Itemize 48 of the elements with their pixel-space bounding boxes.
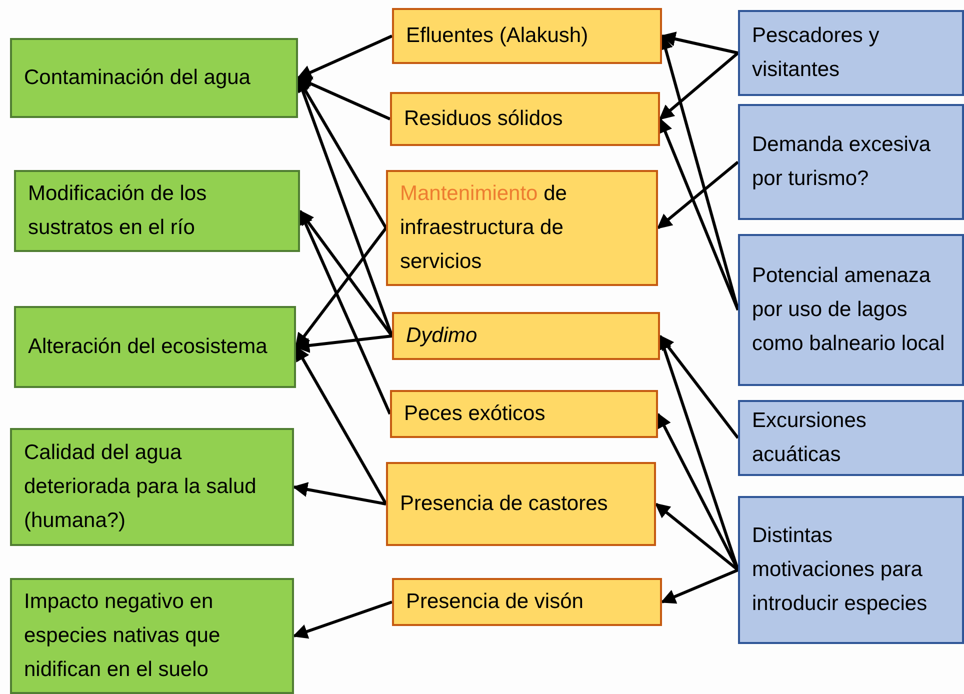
arrow (294, 346, 388, 505)
effect-box (10, 428, 294, 546)
pressure-box (392, 8, 662, 64)
node-text: Contaminación del agua (24, 65, 252, 91)
node-text: Alteración del ecosistema (28, 334, 268, 360)
node-text: Efluentes (Alakush) (406, 23, 590, 49)
arrow (658, 334, 740, 439)
arrow (660, 568, 739, 604)
driver-box (738, 104, 964, 220)
node-text: Pescadores y visitantes (752, 23, 880, 83)
driver-box (738, 496, 964, 644)
effect-box (14, 306, 296, 388)
pressure-box (386, 170, 658, 286)
arrow (292, 482, 386, 506)
node-text: Residuos sólidos (404, 106, 564, 132)
pressure-box (392, 312, 660, 360)
arrow (656, 160, 739, 230)
node-text: Impacto negativo en especies nativas que nidifican en el suelo (24, 589, 222, 683)
pressure-box (392, 578, 662, 626)
driver-box (738, 10, 964, 96)
node-text: Presencia de visón (406, 589, 584, 615)
pressure-box (390, 92, 660, 146)
driver-box (738, 234, 964, 386)
arrow (298, 210, 392, 415)
pressure-box (386, 462, 656, 546)
node-text: Excursiones acuáticas (752, 408, 868, 468)
node-text: Modificación de los sustratos en el río (28, 181, 208, 241)
node-text: Dydimo (406, 323, 478, 349)
node-text: Mantenimiento de infraestructura de servicios (400, 181, 568, 275)
node-text: Potencial amenaza por uso de lagos como balneario local (752, 263, 946, 357)
node-text: Demanda excesiva por turismo? (752, 132, 932, 192)
arrow (294, 334, 392, 353)
node-text: Distintas motivaciones para introducir especies (752, 523, 928, 617)
arrow (660, 32, 738, 54)
effect-box (14, 170, 300, 252)
driver-box (738, 400, 964, 476)
node-text: Peces exóticos (404, 401, 546, 427)
arrow (296, 34, 393, 80)
node-text: Presencia de castores (400, 491, 609, 517)
arrow (654, 502, 739, 572)
effect-box (10, 38, 298, 118)
arrow (658, 118, 740, 311)
arrow (292, 600, 392, 639)
effect-box (10, 578, 294, 694)
arrow (658, 52, 739, 120)
arrow (294, 227, 388, 348)
pressure-box (390, 390, 658, 438)
node-text: Calidad del agua deteriorada para la salud (humana?) (24, 440, 258, 534)
